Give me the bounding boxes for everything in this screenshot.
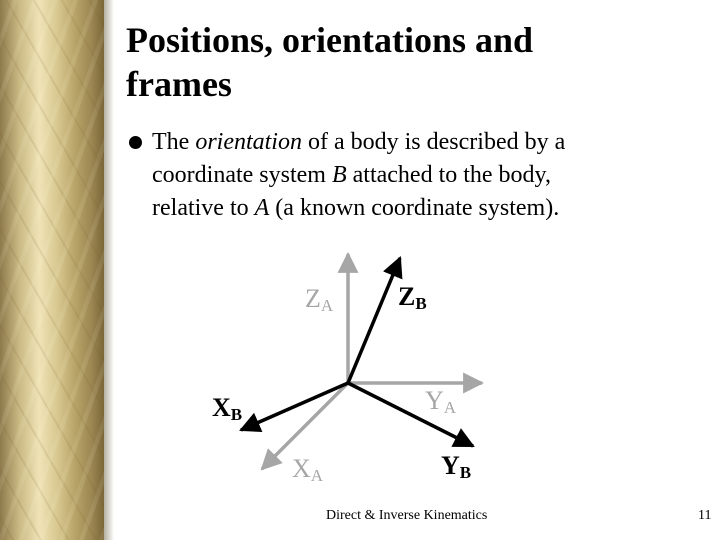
bullet-icon (129, 136, 142, 149)
emphasis-orientation: orientation (195, 129, 302, 155)
label-zb: ZB (398, 282, 427, 313)
axis-zb-black (346, 256, 403, 384)
variable-b: B (331, 162, 347, 188)
axis-xa-gray (260, 381, 350, 471)
decorative-gold-strip (0, 0, 104, 540)
axis-yb-black (347, 381, 475, 448)
slide-title-line1: Positions, orientations and (126, 20, 534, 60)
page-number: 11 (698, 508, 712, 523)
label-xb: XB (212, 393, 242, 424)
label-xa: XA (292, 454, 324, 485)
label-yb: YB (441, 451, 471, 482)
axis-xb-black (239, 381, 349, 433)
label-za: ZA (305, 284, 334, 315)
slide-title-line2: frames (126, 64, 232, 104)
slide-footer: Direct & Inverse Kinematics (326, 508, 488, 523)
bullet-text: The orientation of a body is described b… (152, 129, 566, 221)
variable-a: A (254, 195, 270, 221)
label-ya: YA (425, 386, 457, 417)
strip-shadow (104, 0, 114, 540)
slide-title: Positions, orientations and frames (126, 18, 686, 106)
